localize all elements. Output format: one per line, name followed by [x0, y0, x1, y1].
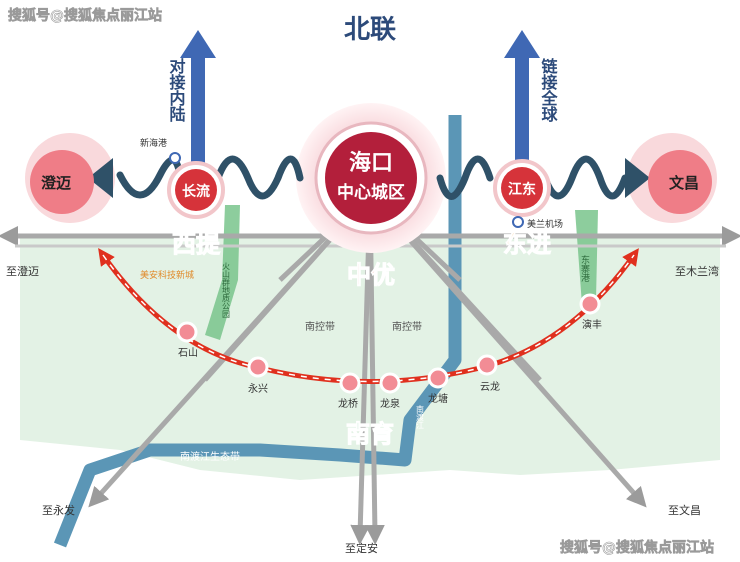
north-title: 北联 — [344, 15, 396, 45]
direction-south: 南育 — [346, 420, 394, 448]
station-longquan — [379, 372, 401, 394]
station-shishan-label: 石山 — [178, 347, 198, 359]
stations — [176, 293, 601, 394]
node-chengmai-label: 澄迈 — [41, 174, 71, 192]
center-city — [325, 132, 417, 224]
station-yanfeng — [579, 293, 601, 315]
to-wenchang-label: 至文昌 — [668, 503, 701, 517]
watermark-bottom: 搜狐号@搜狐焦点丽江站 — [560, 539, 714, 556]
station-longqiao — [339, 372, 361, 394]
watermark-top: 搜狐号@搜狐焦点丽江站 — [8, 7, 162, 24]
node-wenchang — [648, 150, 712, 214]
station-longquan-label: 龙泉 — [380, 397, 400, 410]
north-arrows — [180, 30, 540, 190]
station-shishan — [176, 321, 198, 343]
station-longqiao-label: 龙桥 — [338, 397, 358, 410]
direction-east: 东进 — [503, 230, 551, 258]
node-wenchang-label: 文昌 — [669, 174, 699, 192]
center-line1: 海口 — [349, 150, 393, 176]
to-yongfa-label: 至永发 — [42, 503, 75, 517]
xinhai-port-marker — [169, 152, 181, 164]
node-jiangdong — [501, 167, 543, 209]
station-yongxing-label: 永兴 — [248, 382, 268, 395]
to-chengmai-label: 至澄迈 — [6, 264, 39, 278]
south-arc-route — [98, 248, 639, 384]
arrow-left-label: 对接内陆 — [167, 57, 186, 123]
airport-marker — [512, 216, 524, 228]
nandu-river-label: 南渡江 — [416, 404, 425, 430]
station-longtang-label: 龙塘 — [428, 392, 448, 405]
nankong-right-label: 南控带 — [392, 320, 422, 333]
node-changliu-label: 长流 — [182, 183, 210, 200]
nankong-left-label: 南控带 — [305, 320, 335, 333]
nandu-belt-label: 南渡江生态带 — [180, 450, 240, 463]
station-longtang — [427, 367, 449, 389]
station-yanfeng-label: 演丰 — [582, 318, 602, 331]
dongzhai-port-label: 东寨港 — [579, 254, 590, 282]
east-arrow-head — [625, 158, 650, 198]
west-arrow-head — [88, 158, 113, 198]
airport-label: 美兰机场 — [527, 218, 563, 230]
volcano-park-label: 火山群地质公园 — [222, 262, 231, 319]
station-yunlong-label: 云龙 — [480, 380, 500, 393]
center-line2: 中心城区 — [337, 182, 405, 203]
meian-city-label: 美安科技新城 — [140, 269, 194, 281]
to-dingan-label: 至定安 — [345, 541, 378, 555]
arrow-right-label: 链接全球 — [539, 57, 559, 123]
node-changliu — [175, 169, 217, 211]
node-jiangdong-label: 江东 — [508, 181, 536, 198]
station-yunlong — [476, 354, 498, 376]
direction-middle: 中优 — [347, 261, 395, 289]
port-xinhai-label: 新海港 — [140, 137, 167, 149]
direction-west: 西提 — [172, 230, 221, 258]
node-chengmai — [30, 150, 94, 214]
to-mulanwan-label: 至木兰湾 — [675, 264, 719, 278]
station-yongxing — [247, 356, 269, 378]
